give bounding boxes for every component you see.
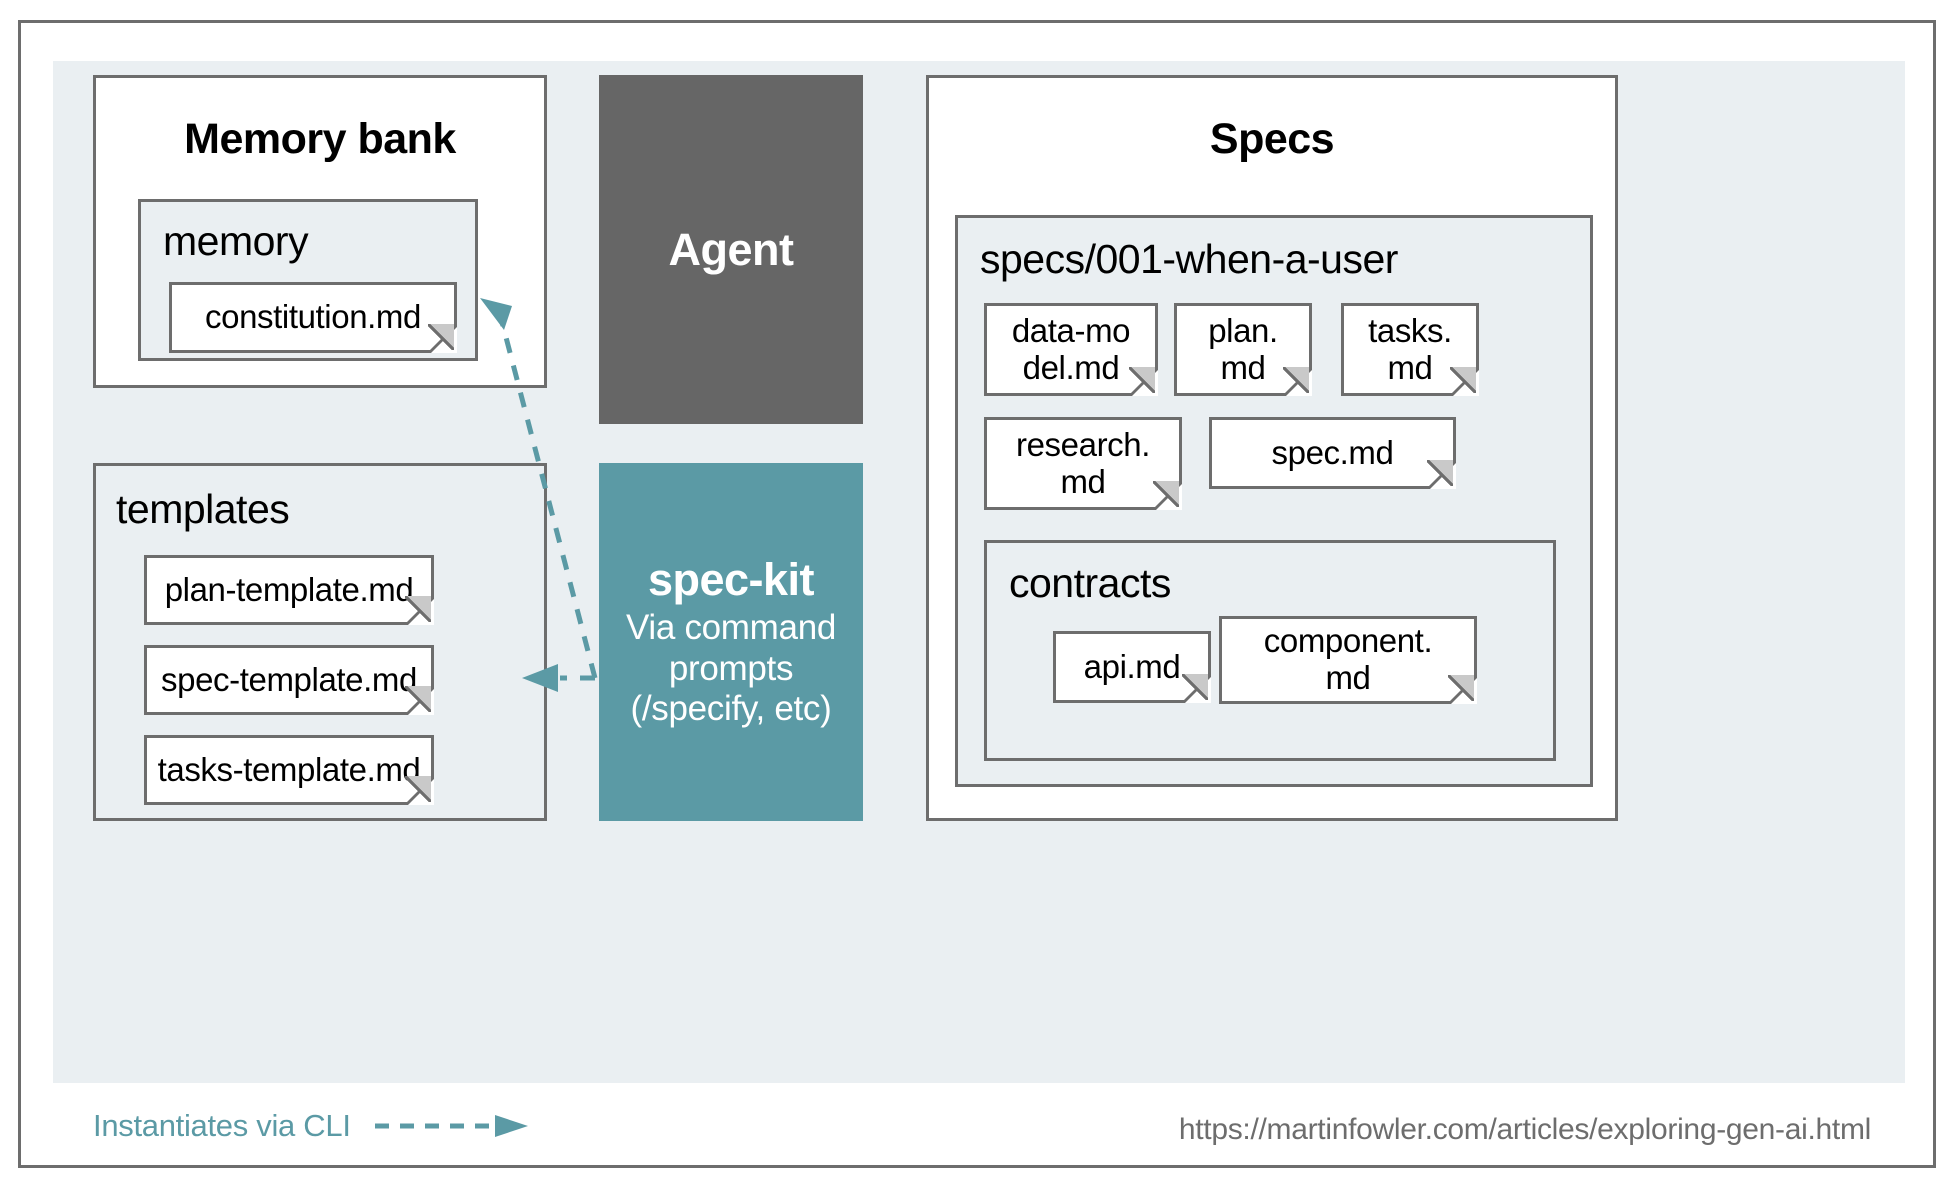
page-fold-icon: [1427, 460, 1453, 486]
doc-card-label: component. md: [1263, 622, 1433, 696]
page-fold-icon: [1450, 367, 1476, 393]
contracts-title: contracts: [1009, 560, 1171, 606]
doc-card-label: tasks. md: [1368, 311, 1452, 386]
doc-card-label: constitution.md: [205, 298, 421, 336]
doc-card-face: [147, 738, 431, 802]
agent-title: Agent: [668, 223, 795, 275]
feature-folder-title: specs/001-when-a-user: [980, 236, 1398, 282]
memory-bank-group: Memory bank memory constitution.md: [93, 75, 547, 388]
doc-card-tasks-template[interactable]: tasks-template.md: [144, 735, 434, 805]
doc-card-face: [1222, 619, 1474, 701]
page-fold-icon: [428, 324, 454, 350]
doc-card-spec-template[interactable]: spec-template.md: [144, 645, 434, 715]
doc-card-label: tasks-template.md: [157, 750, 421, 788]
doc-card-label: research. md: [1016, 425, 1150, 500]
specs-title: Specs: [1209, 115, 1335, 163]
diagram-outer-frame: Memory bank memory constitution.md templ…: [18, 20, 1936, 1168]
spec-kit-title: spec-kit: [647, 553, 815, 605]
doc-card-plan-template[interactable]: plan-template.md: [144, 555, 434, 625]
doc-card-face: [1212, 420, 1453, 486]
doc-card-label: spec.md: [1271, 433, 1394, 471]
page-fold-icon: [1153, 481, 1179, 507]
doc-card-label: data-mo del.md: [1011, 311, 1131, 386]
doc-card-research[interactable]: research. md: [984, 417, 1182, 510]
specs-group: Specs specs/001-when-a-user data-mo del.…: [926, 75, 1618, 821]
page-fold-icon: [1448, 675, 1474, 701]
legend-label: Instantiates via CLI: [93, 1108, 351, 1143]
doc-card-face: [147, 558, 431, 622]
page-fold-icon: [405, 686, 431, 712]
doc-card-constitution[interactable]: constitution.md: [169, 282, 457, 353]
doc-card-label: plan-template.md: [164, 570, 414, 608]
memory-subgroup: memory constitution.md: [138, 199, 478, 361]
doc-card-component[interactable]: component. md: [1219, 616, 1477, 704]
feature-folder-group: specs/001-when-a-user data-mo del.md pla…: [955, 215, 1593, 787]
templates-title: templates: [116, 486, 290, 532]
doc-card-tasks[interactable]: tasks. md: [1341, 303, 1479, 396]
spec-kit-block[interactable]: spec-kit Via command prompts (/specify, …: [599, 463, 863, 821]
doc-card-label: api.md: [1083, 647, 1181, 685]
agent-block[interactable]: Agent: [599, 75, 863, 424]
source-url: https://martinfowler.com/articles/explor…: [1178, 1113, 1871, 1146]
legend: Instantiates via CLI: [93, 1108, 533, 1144]
legend-dashed-arrow-icon: [374, 1115, 528, 1137]
templates-group: templates plan-template.md spec-template…: [93, 463, 547, 821]
page-fold-icon: [405, 596, 431, 622]
memory-subgroup-title: memory: [163, 218, 309, 264]
doc-card-label: spec-template.md: [161, 660, 417, 698]
page-fold-icon: [1129, 367, 1155, 393]
doc-card-face: [147, 648, 431, 712]
doc-card-face: [987, 420, 1179, 507]
doc-card-face: [987, 306, 1155, 393]
doc-card-face: [172, 285, 454, 350]
doc-card-label: plan. md: [1208, 311, 1278, 386]
doc-card-data-model[interactable]: data-mo del.md: [984, 303, 1158, 396]
contracts-group: contracts api.md component. md: [984, 540, 1556, 761]
page-fold-icon: [405, 776, 431, 802]
spec-kit-subtitle: Via command prompts (/specify, etc): [625, 607, 837, 729]
doc-card-plan[interactable]: plan. md: [1174, 303, 1312, 396]
page-fold-icon: [1283, 367, 1309, 393]
doc-card-spec[interactable]: spec.md: [1209, 417, 1456, 489]
memory-bank-title: Memory bank: [184, 115, 456, 163]
page-fold-icon: [1182, 674, 1208, 700]
doc-card-api[interactable]: api.md: [1053, 631, 1211, 703]
